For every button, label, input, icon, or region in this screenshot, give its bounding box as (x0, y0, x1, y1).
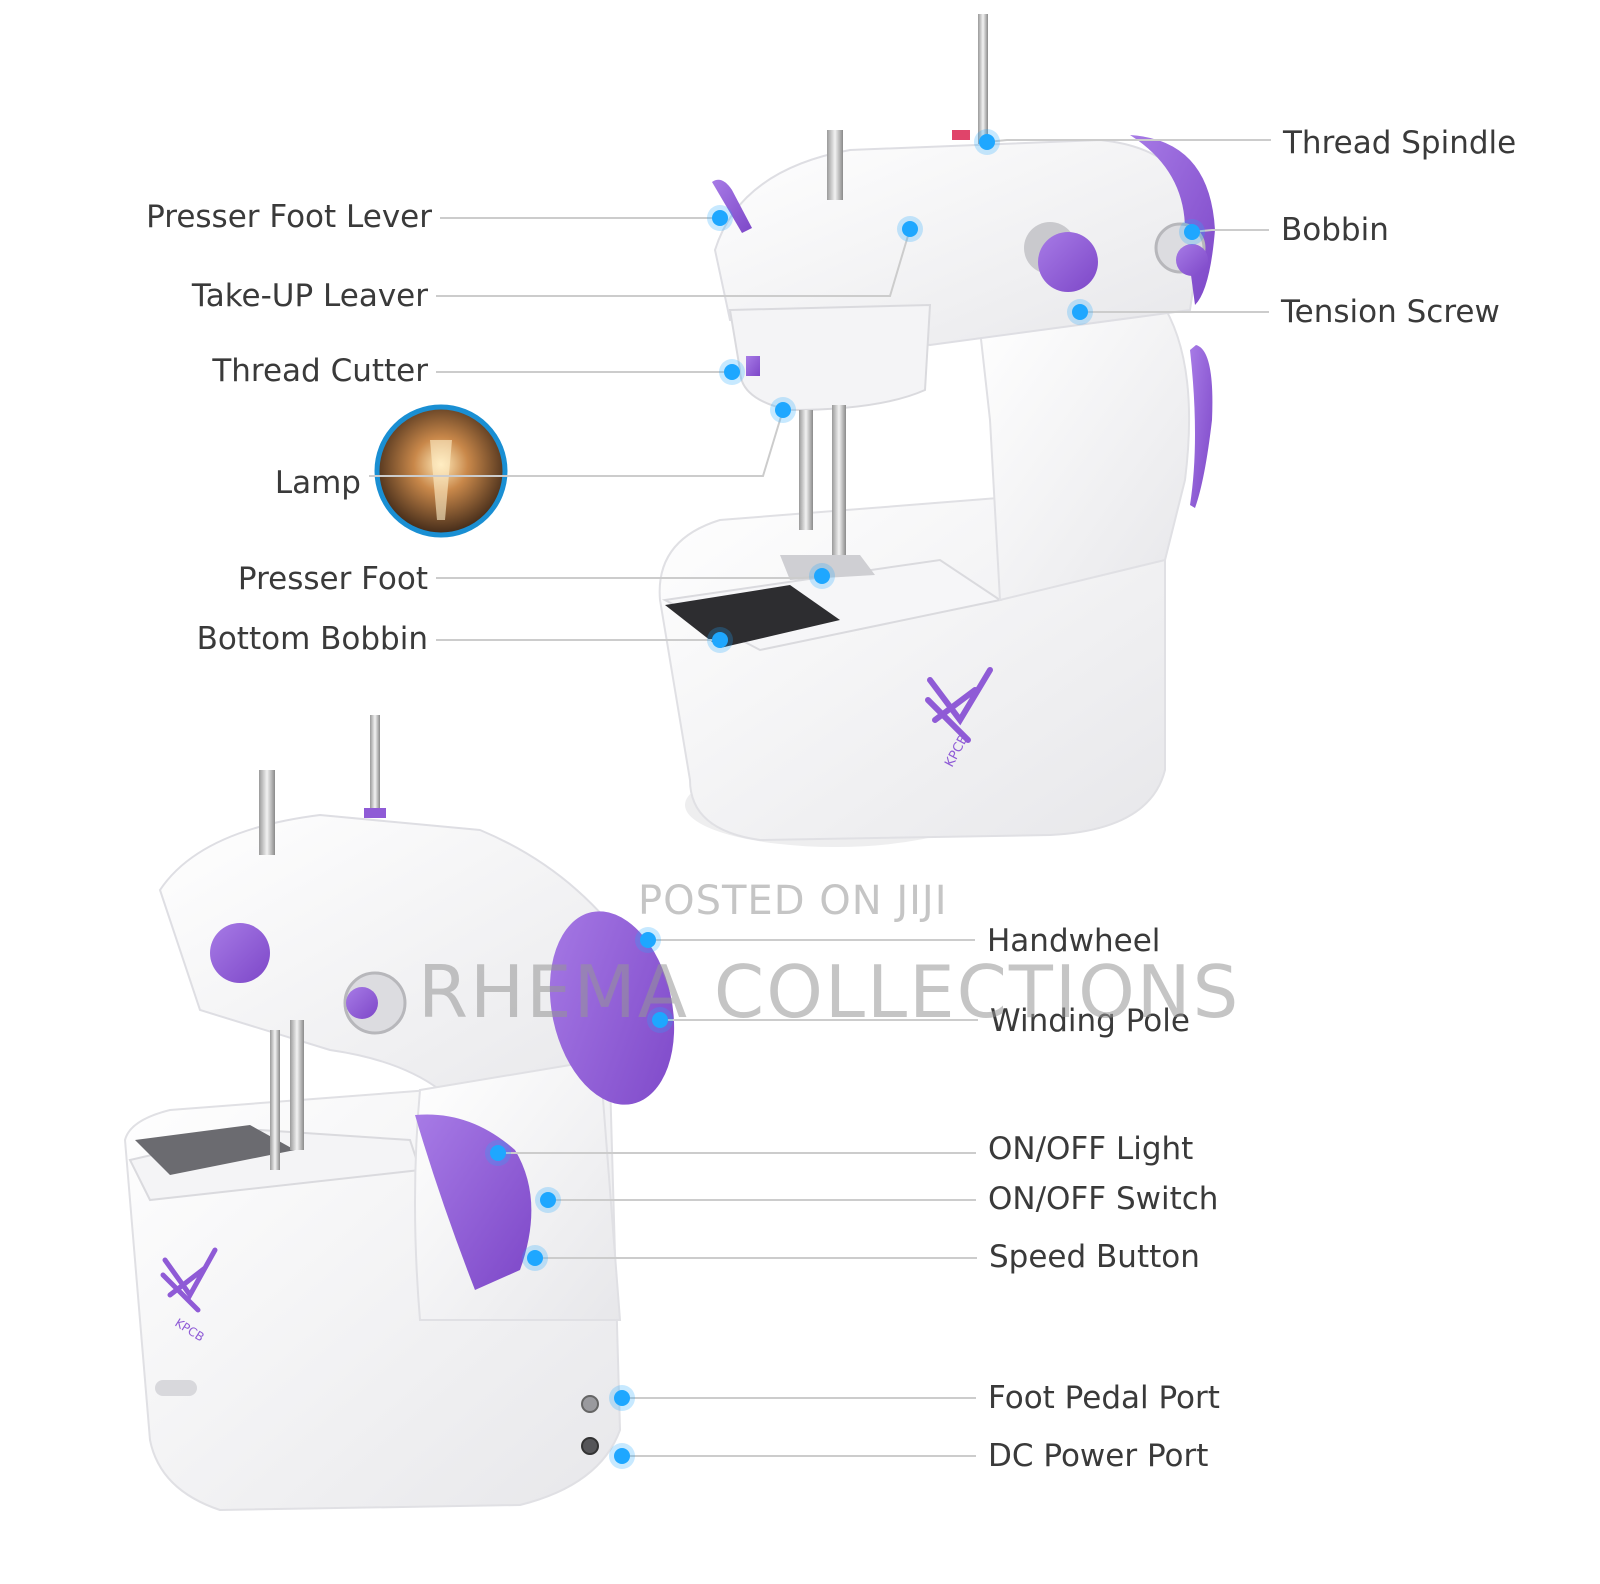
label-foot-pedal-port: Foot Pedal Port (988, 1380, 1220, 1416)
foot-pedal-port-socket (581, 1395, 599, 1413)
callout-dot-on-off-switch (540, 1192, 556, 1208)
label-on-off-switch: ON/OFF Switch (988, 1181, 1219, 1217)
spool-pin (827, 130, 843, 200)
handwheel (549, 911, 675, 1105)
bottom-needle-bar (290, 1020, 304, 1150)
needle-plate (665, 585, 840, 648)
callout-dot-bottom-bobbin (712, 632, 728, 648)
presser-foot-shaft (832, 405, 846, 555)
machine-bottom: KPCB (123, 715, 675, 1512)
bottom-bobbin-cap (346, 987, 378, 1019)
bobbin-cap (1176, 244, 1208, 276)
watermark-posted: POSTED ON JIJI (638, 878, 948, 924)
machine-top-pillar (978, 298, 1191, 602)
label-thread-spindle: Thread Spindle (1283, 125, 1517, 161)
callout-dot-handwheel (640, 932, 656, 948)
label-presser-foot: Presser Foot (237, 561, 428, 597)
needle-bar (799, 410, 813, 530)
label-tension-screw: Tension Screw (1281, 294, 1500, 330)
bottom-front-slot (155, 1380, 197, 1396)
machine-bottom-arm (158, 813, 662, 1102)
label-handwheel: Handwheel (987, 923, 1161, 959)
bottom-spool-pin-b (370, 715, 380, 815)
label-bottom-bobbin: Bottom Bobbin (196, 621, 428, 657)
spindle-cap (952, 130, 970, 140)
label-take-up-lever: Take-UP Leaver (191, 278, 428, 314)
lamp-glow (430, 440, 452, 520)
callout-dot-on-off-light (490, 1145, 506, 1161)
callout-dot-lamp (775, 402, 791, 418)
callout-dot-presser-foot-lever (712, 210, 728, 226)
callout-dot-dc-power-port (614, 1448, 630, 1464)
callout-dot-speed-button (527, 1250, 543, 1266)
thread-cutter-block (746, 356, 760, 376)
label-speed-button: Speed Button (989, 1239, 1200, 1275)
machine-top-head (728, 303, 932, 412)
callout-dot-thread-spindle (979, 134, 995, 150)
callout-dot-thread-cutter (724, 364, 740, 380)
side-switch-strip (1190, 345, 1213, 508)
bottom-tension-dial (210, 923, 270, 983)
callout-dot-presser-foot (814, 568, 830, 584)
callouts (369, 129, 1271, 1469)
machine-bottom-plate (135, 1125, 295, 1175)
label-thread-cutter: Thread Cutter (212, 353, 428, 389)
bottom-presser-shaft (270, 1030, 280, 1170)
callout-dot-take-up-lever (902, 221, 918, 237)
leader-line-lamp (369, 409, 784, 477)
callout-dot-winding-pole (652, 1012, 668, 1028)
callout-dot-bobbin (1184, 224, 1200, 240)
leader-line-thread-spindle (986, 139, 1271, 143)
callout-dot-tension-screw (1072, 304, 1088, 320)
bottom-logo-mark (160, 1247, 218, 1313)
watermark-shop: RHEMA COLLECTIONS (418, 950, 1241, 1034)
label-winding-pole: Winding Pole (990, 1003, 1190, 1039)
dc-power-port-socket (581, 1437, 599, 1455)
logo-mark (925, 667, 993, 743)
presser-foot-shoe (780, 555, 875, 580)
presser-foot-lever (712, 179, 752, 233)
label-on-off-light: ON/OFF Light (988, 1131, 1194, 1167)
leader-line-take-up-lever (436, 228, 911, 297)
callout-dot-foot-pedal-port (614, 1390, 630, 1406)
thread-spindle-pin (978, 14, 988, 144)
label-lamp: Lamp (274, 465, 361, 501)
machine-top: KPCB (658, 14, 1215, 847)
lamp-inset (374, 404, 508, 538)
label-presser-foot-lever: Presser Foot Lever (146, 199, 432, 235)
bottom-spool-pin-a (259, 770, 275, 855)
tension-dial (1038, 232, 1098, 292)
label-dc-power-port: DC Power Port (988, 1438, 1209, 1474)
label-bobbin: Bobbin (1281, 212, 1389, 248)
bottom-spindle-cap (364, 808, 386, 818)
